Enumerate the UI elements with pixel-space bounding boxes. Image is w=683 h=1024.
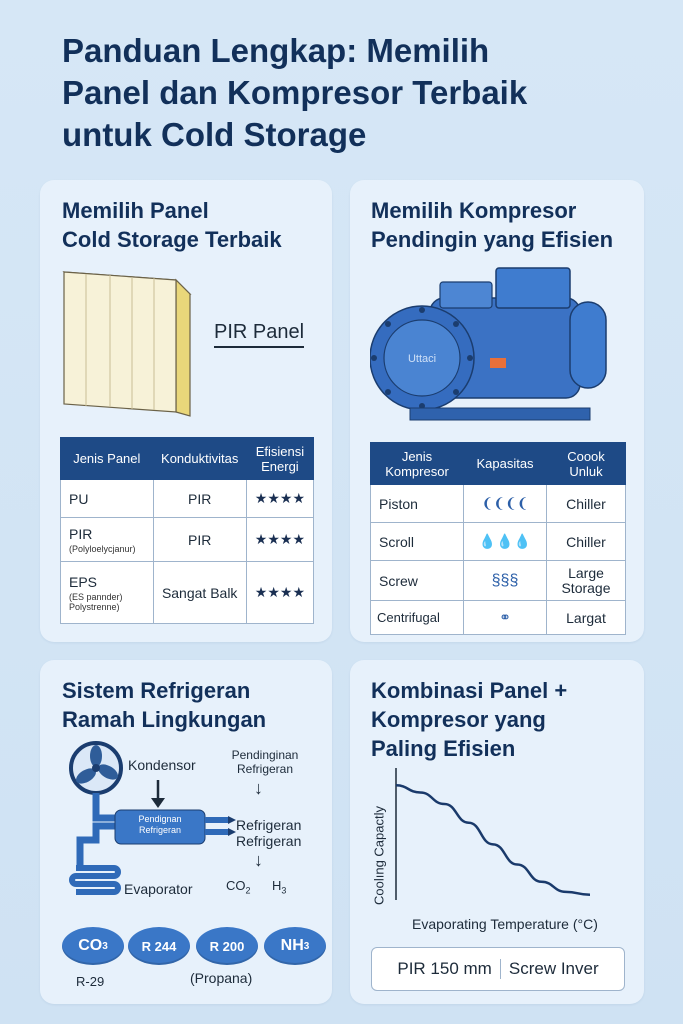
panel-type-cell: PIR xyxy=(69,525,93,542)
pir-panel-label: PIR Panel xyxy=(214,321,305,348)
panel-type-subtitle: (Polyloelycjanur) xyxy=(69,543,136,554)
chip-label: CO xyxy=(78,937,103,954)
compressor-use-cell: Chiller xyxy=(546,484,626,523)
refrigerant-card-heading: Sistem Refrigeran Ramah Lingkungan xyxy=(62,676,266,734)
co2-text: CO xyxy=(226,878,246,893)
panel-conductivity-cell: PIR xyxy=(152,517,247,562)
recommended-panel: PIR 150 mm xyxy=(397,959,492,978)
refrigerant-label: Refrigeran Refrigeran xyxy=(236,817,302,849)
combo-heading-line-3: Paling Efisien xyxy=(371,736,516,761)
waves-icon: §§§ xyxy=(463,560,547,601)
panel-type-subtitle: (ES pannder) Polystrenne) xyxy=(69,591,123,612)
rating-stars-icon: ★★★★ xyxy=(245,561,315,624)
compressor-type-cell: Centrifugal xyxy=(370,600,464,635)
refrigerant-box-label: Pendignan Refrigeran xyxy=(138,814,182,835)
compressor-illustration: Uttaci xyxy=(370,267,607,421)
table-row: PIR(Polyloelycjanur) PIR ★★★★ xyxy=(60,517,315,562)
h3-subscript: 3 xyxy=(281,885,287,896)
title-line-3: untuk Cold Storage xyxy=(62,116,367,153)
refrigerant-chip-r244: R 244 xyxy=(128,927,190,965)
panel-card-heading: Memilih Panel Cold Storage Terbaik xyxy=(62,196,282,254)
evaporator-label: Evaporator xyxy=(124,881,192,897)
refrigerant-heading-line-2: Ramah Lingkungan xyxy=(62,707,267,732)
panel-conductivity-cell: Sangat Balk xyxy=(152,561,247,624)
chip-caption-propana: (Propana) xyxy=(190,970,253,986)
table-row: PU PIR ★★★★ xyxy=(60,479,315,518)
arrow-down-icon: ↓ xyxy=(254,850,263,870)
co2-label: CO2 xyxy=(226,878,251,896)
refrigerant-chip-r200: R 200 xyxy=(196,927,258,965)
compressor-type-cell: Piston xyxy=(370,484,464,523)
chip-label: R 244 xyxy=(141,938,177,954)
panel-conductivity-cell: PIR xyxy=(152,479,247,518)
combo-card: Kombinasi Panel + Kompresor yang Paling … xyxy=(350,660,644,1004)
recommendation-box: PIR 150 mm Screw Inver xyxy=(371,947,625,991)
compressor-table: Jenis Kompresor Kapasitas Coook Unluk Pi… xyxy=(370,442,626,635)
panel-type-cell: EPS xyxy=(69,573,98,590)
table-row: Scroll 💧💧💧 Chiller xyxy=(370,522,626,561)
panel-table: Jenis Panel Konduktivitas Efisiensi Ener… xyxy=(60,437,315,624)
panel-col-efficiency: Efisiensi Energi xyxy=(245,437,315,480)
recommended-compressor: Screw Inver xyxy=(508,959,599,978)
chip-label: R 200 xyxy=(209,938,245,954)
droplets-3-icon: 💧💧💧 xyxy=(463,522,547,561)
table-row: Piston ❨❨❨❨ Chiller xyxy=(370,484,626,523)
compressor-col-type: Jenis Kompresor xyxy=(370,442,464,485)
combo-heading-line-2: Kompresor yang xyxy=(371,707,546,732)
compressor-brand-text: Uttaci xyxy=(408,353,436,365)
compressor-use-cell: Largat xyxy=(546,600,626,635)
table-row: Screw §§§ Large Storage xyxy=(370,560,626,601)
compressor-card-heading: Memilih Kompresor Pendingin yang Efisien xyxy=(371,196,613,254)
divider xyxy=(499,959,501,979)
chart-series-line xyxy=(395,784,591,896)
pir-panel-illustration xyxy=(62,271,192,417)
compressor-col-use: Coook Unluk xyxy=(546,442,626,485)
combo-heading-line-1: Kombinasi Panel + xyxy=(371,678,568,703)
rating-stars-icon: ★★★★ xyxy=(245,479,315,518)
cooling-refrigerant-label: Pendinginan Refrigeran xyxy=(231,748,299,776)
compressor-type-cell: Scroll xyxy=(370,522,464,561)
rotor-icon: ⚭ xyxy=(463,600,547,635)
chart-x-label: Evaporating Temperature (°C) xyxy=(412,916,598,932)
table-row: EPS(ES pannder) Polystrenne) Sangat Balk… xyxy=(60,561,315,624)
compressor-card: Memilih Kompresor Pendingin yang Efisien… xyxy=(350,180,644,642)
fan-icon xyxy=(76,745,118,784)
co2-subscript: 2 xyxy=(245,885,251,896)
rating-stars-icon: ★★★★ xyxy=(245,517,315,562)
evaporator-text: Evaporator xyxy=(124,881,193,897)
panel-col-conductivity: Konduktivitas xyxy=(152,437,247,480)
cooling-capacity-chart xyxy=(395,768,591,900)
droplets-4-icon: ❨❨❨❨ xyxy=(463,484,547,523)
panel-heading-line-1: Memilih Panel xyxy=(62,198,209,223)
title-line-2: Panel dan Kompresor Terbaik xyxy=(62,74,528,111)
page-title: Panduan Lengkap: Memilih Panel dan Kompr… xyxy=(62,30,642,156)
h3-label: H3 xyxy=(272,878,286,896)
arrow-down-icon: ↓ xyxy=(254,778,263,798)
table-row: Centrifugal ⚭ Largat xyxy=(370,600,626,635)
chip-subscript: 3 xyxy=(102,940,108,952)
chip-label: NH xyxy=(280,937,304,954)
panel-type-cell: PU xyxy=(69,490,89,507)
chip-caption-r29: R-29 xyxy=(76,974,105,989)
condenser-label: Kondensor xyxy=(128,757,196,773)
h3-text: H xyxy=(272,878,282,893)
compressor-heading-line-1: Memilih Kompresor xyxy=(371,198,577,223)
panel-col-type: Jenis Panel xyxy=(60,437,154,480)
chart-y-label: Coolıng Capactly xyxy=(371,806,387,905)
refrigerant-heading-line-1: Sistem Refrigeran xyxy=(62,678,251,703)
compressor-heading-line-2: Pendingin yang Efisien xyxy=(371,227,614,252)
panel-card: Memilih Panel Cold Storage Terbaik PIR P… xyxy=(40,180,332,642)
refrigerant-diagram xyxy=(69,741,236,895)
compressor-col-capacity: Kapasitas xyxy=(463,442,547,485)
chip-subscript: 3 xyxy=(303,940,310,952)
compressor-use-cell: Chiller xyxy=(546,522,626,561)
panel-heading-line-2: Cold Storage Terbaik xyxy=(62,227,282,252)
combo-card-heading: Kombinasi Panel + Kompresor yang Paling … xyxy=(371,676,567,763)
title-line-1: Panduan Lengkap: Memilih xyxy=(62,32,490,69)
compressor-use-cell: Large Storage xyxy=(546,560,626,601)
refrigerant-card: Sistem Refrigeran Ramah Lingkungan Konde… xyxy=(40,660,332,1004)
compressor-type-cell: Screw xyxy=(370,560,464,601)
